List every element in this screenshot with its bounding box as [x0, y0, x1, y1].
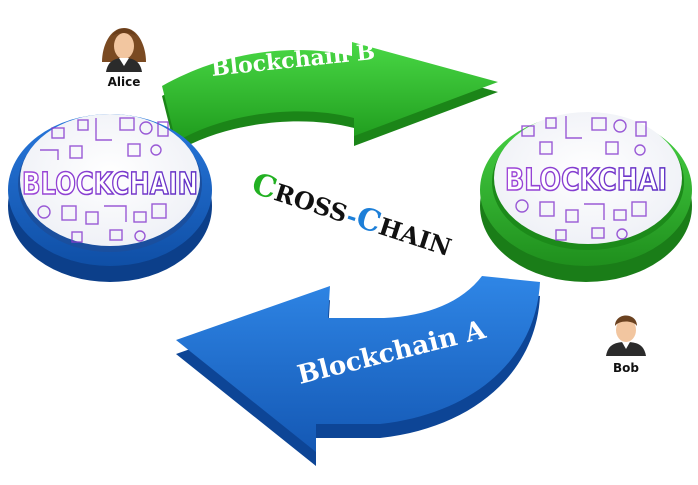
cross-rest: ROSS	[271, 178, 352, 229]
bob-label: Bob	[613, 361, 639, 375]
left-blockchain-disk: BLOCKCHAIN	[8, 114, 212, 282]
bob-avatar-icon	[606, 315, 646, 356]
blockchain-b-arrow	[162, 42, 498, 152]
alice-avatar-icon	[102, 28, 146, 72]
left-disk-icon-pattern	[37, 117, 169, 243]
cross-chain-title: CROSS-CHAIN	[248, 166, 457, 264]
alice-user: Alice	[102, 28, 146, 89]
alice-label: Alice	[108, 75, 141, 89]
blockchain-a-arrow	[176, 276, 540, 466]
right-blockchain-disk: BLOCKCHAI	[480, 112, 692, 282]
chain-rest: HAIN	[375, 211, 455, 262]
bob-user: Bob	[606, 315, 646, 375]
svg-text:CROSS-CHAIN: CROSS-CHAIN	[248, 166, 457, 264]
right-disk-icon-pattern	[515, 116, 647, 241]
left-disk-word: BLOCKCHAIN	[22, 167, 198, 202]
right-disk-word: BLOCKCHAI	[505, 163, 667, 198]
